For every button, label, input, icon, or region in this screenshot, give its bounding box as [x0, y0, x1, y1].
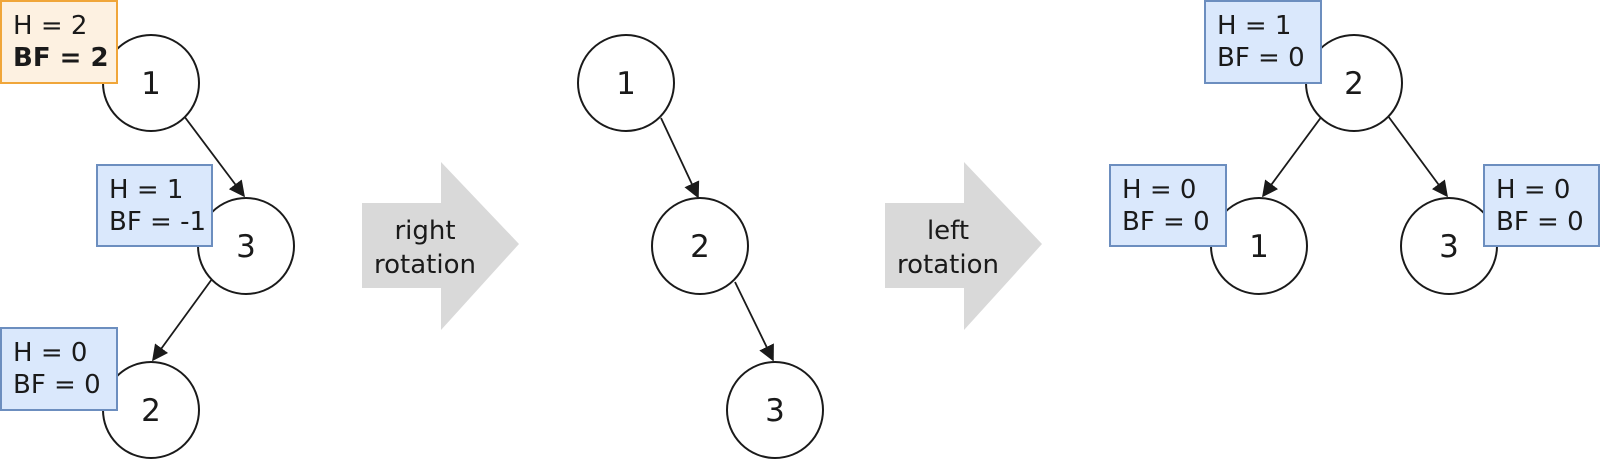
s3-box-root-height: H = 1 [1217, 11, 1292, 41]
s1-box-root-balance: BF = 2 [13, 43, 109, 73]
s2-node-mid-label: 2 [690, 229, 710, 265]
left-rotation-line2: rotation [897, 250, 999, 280]
edge-s1-3-2 [152, 278, 213, 362]
s1-box-leaf: H = 0 BF = 0 [0, 327, 118, 411]
edge-s2-2-3 [734, 281, 774, 362]
right-rotation-arrow: right rotation [362, 162, 519, 330]
s3-node-right-label: 3 [1439, 229, 1459, 265]
right-rotation-line1: right [394, 216, 455, 246]
edge-s3-2-3 [1387, 115, 1448, 198]
s1-node-leaf-label: 2 [141, 393, 161, 429]
s1-box-mid: H = 1 BF = -1 [96, 164, 213, 247]
s1-box-mid-height: H = 1 [109, 175, 184, 205]
s2-node-mid: 2 [651, 197, 749, 295]
left-rotation-arrow: left rotation [885, 162, 1042, 330]
s2-node-root: 1 [577, 34, 675, 132]
s1-node-leaf: 2 [102, 361, 200, 459]
left-rotation-line1: left [927, 216, 969, 246]
s3-box-root-balance: BF = 0 [1217, 43, 1305, 73]
s3-box-right: H = 0 BF = 0 [1483, 164, 1600, 247]
s1-box-leaf-balance: BF = 0 [13, 370, 101, 400]
edge-s3-2-1 [1262, 115, 1323, 198]
s3-box-left-height: H = 0 [1122, 175, 1197, 205]
right-rotation-line2: rotation [374, 250, 476, 280]
s1-node-root: 1 [102, 34, 200, 132]
s1-box-root-height: H = 2 [13, 11, 88, 41]
edge-s2-1-2 [660, 117, 700, 199]
s3-node-root: 2 [1305, 34, 1403, 132]
s3-node-root-label: 2 [1344, 66, 1364, 102]
s3-box-root: H = 1 BF = 0 [1204, 0, 1322, 84]
s1-node-root-label: 1 [141, 66, 161, 102]
s3-box-right-height: H = 0 [1496, 175, 1571, 205]
s1-node-mid: 3 [197, 197, 295, 295]
s3-node-left-label: 1 [1249, 229, 1269, 265]
s2-node-leaf: 3 [726, 361, 824, 459]
s1-box-leaf-height: H = 0 [13, 338, 88, 368]
s3-box-left-balance: BF = 0 [1122, 207, 1210, 237]
edge-s1-1-3 [183, 115, 245, 198]
s1-box-mid-balance: BF = -1 [109, 207, 207, 237]
s3-box-right-balance: BF = 0 [1496, 207, 1584, 237]
s2-node-root-label: 1 [616, 66, 636, 102]
s3-node-right: 3 [1400, 197, 1498, 295]
s1-node-mid-label: 3 [236, 229, 256, 265]
s1-box-root: H = 2 BF = 2 [0, 0, 118, 84]
s3-box-left: H = 0 BF = 0 [1109, 164, 1227, 247]
s2-node-leaf-label: 3 [765, 393, 785, 429]
